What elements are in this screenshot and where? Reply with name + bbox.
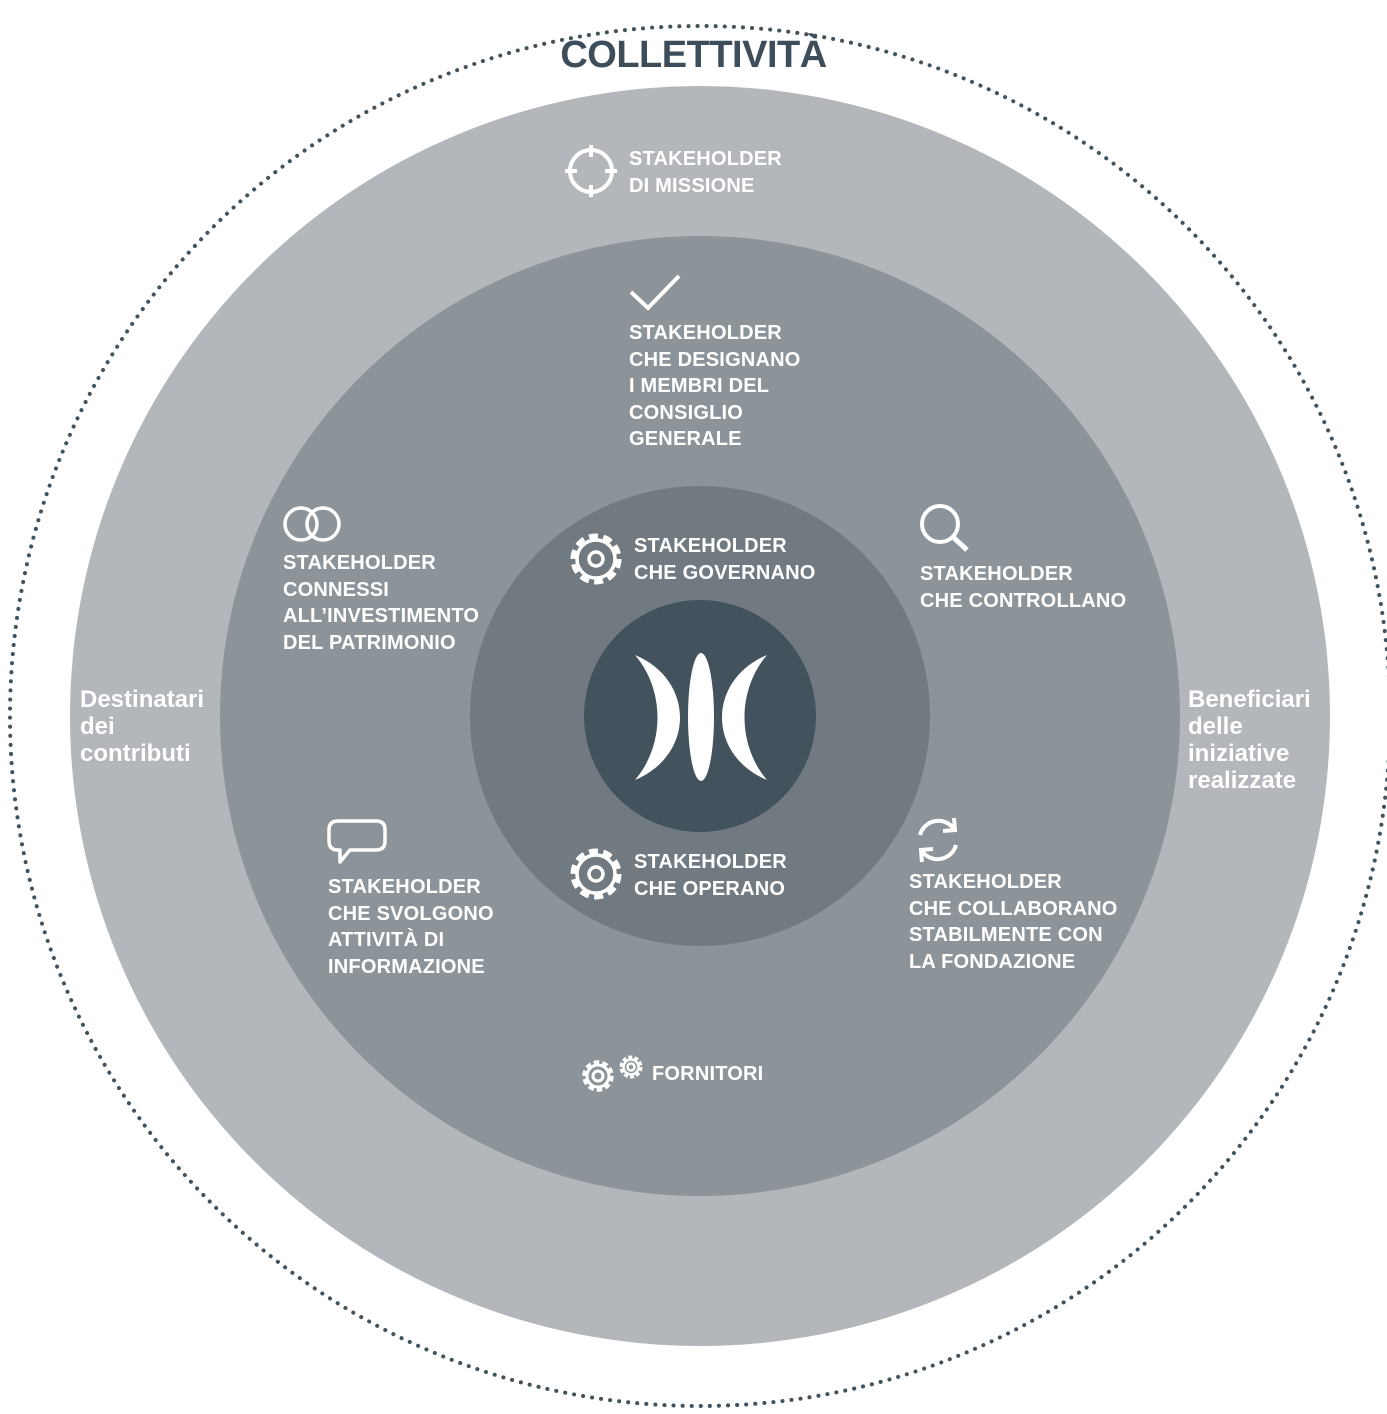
magnifier-icon <box>920 504 969 552</box>
linked-rings-icon <box>283 506 341 542</box>
checkmark-icon <box>629 274 681 311</box>
left-label: Destinatari dei contributi <box>80 686 205 767</box>
designate-label: STAKEHOLDER CHE DESIGNANO I MEMBRI DEL C… <box>629 322 801 450</box>
gears-icon <box>582 1055 643 1092</box>
foundation-logo <box>635 653 767 781</box>
operate-label: STAKEHOLDER CHE OPERANO <box>634 851 787 900</box>
speech-bubble-icon <box>327 819 387 864</box>
control-label: STAKEHOLDER CHE CONTROLLANO <box>920 563 1127 612</box>
govern-label: STAKEHOLDER CHE GOVERNANO <box>634 535 816 584</box>
crosshair-icon <box>565 145 617 197</box>
information-label: STAKEHOLDER CHE SVOLGONO ATTIVITÀ DI INF… <box>328 876 494 978</box>
refresh-icon <box>918 817 958 863</box>
gear-icon <box>570 848 622 900</box>
page-title: COLLETTIVITÀ <box>560 34 827 76</box>
dotted-outer-border <box>8 24 1387 1408</box>
gear-icon <box>570 533 622 585</box>
suppliers-label: FORNITORI <box>652 1063 764 1085</box>
investment-label: STAKEHOLDER CONNESSI ALL’INVESTIMENTO DE… <box>283 552 480 654</box>
mission-label: STAKEHOLDER DI MISSIONE <box>629 148 782 197</box>
collaborate-label: STAKEHOLDER CHE COLLABORANO STABILMENTE … <box>909 871 1118 973</box>
right-label: Beneficiari delle iniziative realizzate <box>1188 686 1311 794</box>
